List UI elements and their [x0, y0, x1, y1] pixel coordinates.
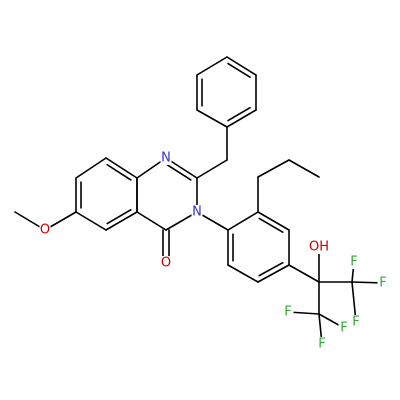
aryl-bond	[227, 264, 259, 283]
benzo-bond	[75, 157, 107, 179]
phenyl-bond	[226, 56, 257, 76]
pyrimidinone-bond	[136, 211, 167, 231]
fluorine-label: F	[350, 255, 357, 270]
c2-n1-double	[166, 163, 192, 181]
fluorine-label-background	[377, 276, 389, 290]
hydroxyl-label: OH	[309, 240, 329, 255]
fluorine-label-background	[350, 315, 362, 329]
propyl-bond	[288, 159, 320, 178]
fluorine-label: F	[379, 276, 386, 291]
fluorine-label-background	[316, 337, 328, 351]
aryl-bond	[257, 211, 290, 231]
fluorine-label-background	[348, 255, 360, 269]
double-bond-inner	[258, 217, 284, 233]
bond-layer	[14, 56, 384, 345]
phenyl-bond	[196, 56, 228, 76]
nitrogen-label-background	[160, 151, 172, 165]
nitrogen-label: N	[161, 151, 171, 166]
fluorine-label: F	[352, 315, 359, 330]
fluorine-label: F	[340, 321, 347, 336]
aryl-bond	[227, 211, 259, 231]
double-bond-inner	[227, 106, 251, 122]
fluorine-label-background	[282, 305, 294, 319]
nitrogen-label-background	[191, 205, 203, 219]
fluorine-label: F	[284, 305, 291, 320]
phenyl-bond	[226, 109, 257, 128]
double-bond-inner	[258, 261, 284, 277]
fluorine-label-background	[338, 321, 350, 335]
double-bond-inner	[106, 209, 132, 225]
aryl-carbinol-bond	[288, 264, 320, 283]
hydroxyl-label-background	[309, 240, 329, 254]
oxygen-label-background	[160, 256, 172, 270]
benzo-bond	[75, 211, 107, 231]
double-bond-inner	[227, 62, 251, 78]
propyl-bond	[257, 159, 290, 178]
aryl-bond	[257, 264, 290, 283]
nitrogen-label: N	[192, 205, 202, 220]
double-bond-inner	[106, 163, 132, 181]
benzyl-c2-bond	[196, 159, 228, 179]
benzo-bond	[105, 157, 138, 179]
oxygen-label: O	[161, 256, 171, 271]
oxygen-label: O	[40, 223, 50, 238]
fluorine-label: F	[318, 337, 325, 352]
oxygen-label-background	[39, 223, 51, 237]
phenyl-bond	[196, 109, 228, 128]
benzo-bond	[105, 211, 138, 231]
